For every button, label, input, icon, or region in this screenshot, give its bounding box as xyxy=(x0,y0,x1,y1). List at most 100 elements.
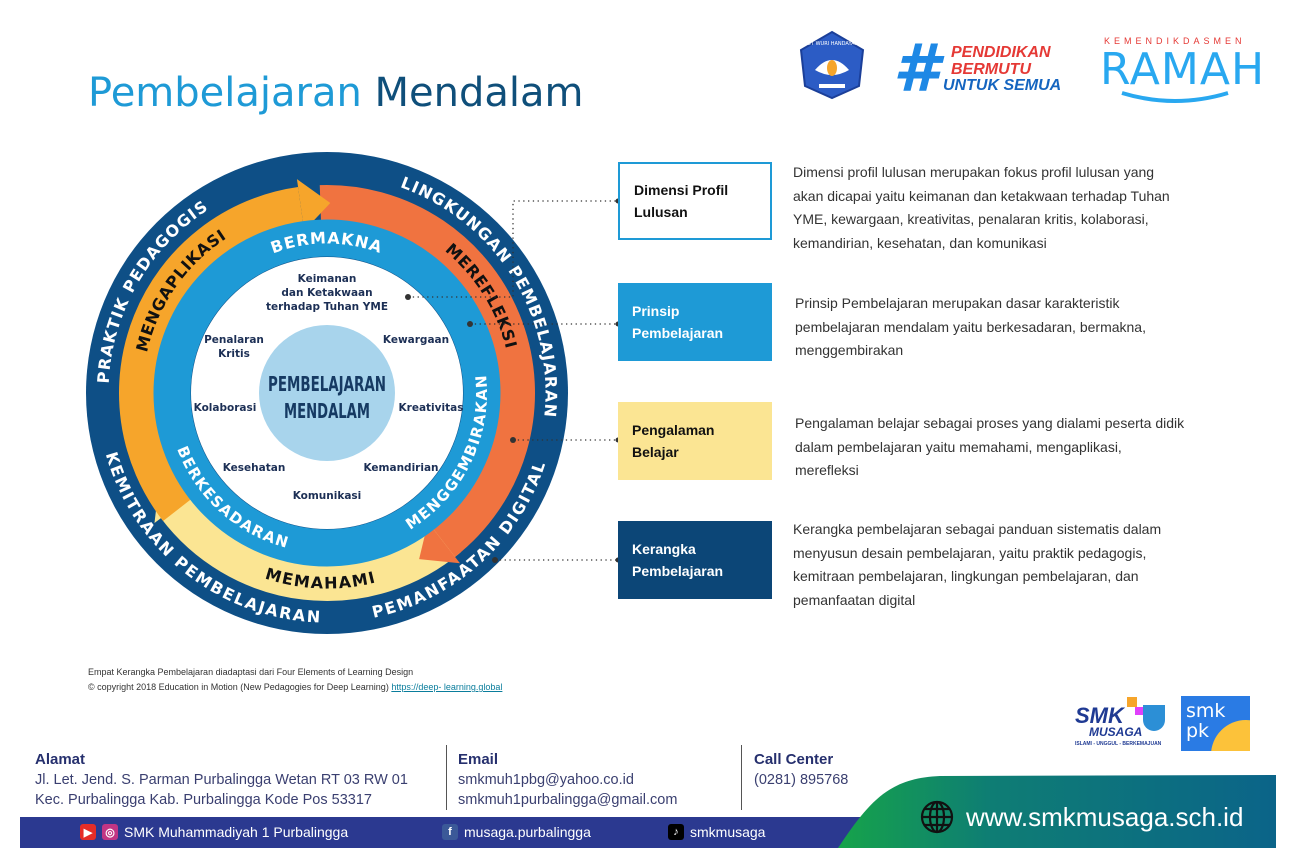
legend-label: Belajar xyxy=(632,444,679,460)
connector-dot xyxy=(467,321,473,327)
social-label: SMK Muhammadiyah 1 Purbalingga xyxy=(124,824,349,840)
profile-kreativitas: Kreativitas xyxy=(399,402,464,414)
instagram-icon: ◎ xyxy=(102,824,118,840)
desc-line: kemitraan pembelajaran, lingkungan pembe… xyxy=(793,568,1139,584)
mengaplikasi-arrow-arrowhead xyxy=(296,179,331,231)
email-link[interactable]: smkmuh1pbg@yahoo.co.id xyxy=(458,772,634,788)
connector-dot xyxy=(492,557,498,563)
smk-musaga-logo: SMK MUSAGA ISLAMI - UNGGUL - BERKEMAJUAN xyxy=(1075,695,1167,751)
legend-label: Lulusan xyxy=(634,204,688,220)
address-line2: Kec. Purbalingga Kab. Purbalingga Kode P… xyxy=(35,792,372,808)
legend-label: Pembelajaran xyxy=(632,325,724,341)
youtube-icon: ▶ xyxy=(80,824,96,840)
email-title: Email xyxy=(458,751,499,768)
desc-line: kemandirian, kesehatan, dan komunikasi xyxy=(793,234,1047,251)
ramah-logo: KEMENDIKDASMEN RAMAH xyxy=(1100,36,1264,106)
desc-line: Pengalaman belajar sebagai proses yang d… xyxy=(795,415,1185,431)
divider xyxy=(741,745,742,810)
logo-block xyxy=(1135,707,1143,715)
smk-pk-logo: smk pk xyxy=(1181,696,1250,751)
legend-label: Dimensi Profil xyxy=(634,182,729,198)
legend-desc-kerangka: Kerangka pembelajaran sebagai panduan si… xyxy=(793,518,1161,612)
tut-wuri-logo: TUT WURI HANDAYANI xyxy=(797,30,867,100)
legend-box-pengalaman: Pengalaman Belajar xyxy=(618,402,772,480)
legend-desc-prinsip: Prinsip Pembelajaran merupakan dasar kar… xyxy=(795,292,1146,363)
desc-line: pembelajaran mendalam yaitu berkesadaran… xyxy=(795,318,1146,335)
facebook-icon: f xyxy=(442,824,458,840)
campaign-line3: UNTUK SEMUA xyxy=(943,77,1062,94)
profile-penalaran: Kritis xyxy=(218,348,250,360)
deep-learning-diagram: PRAKTIK PEDAGOGIS LINGKUNGAN PEMBELAJARA… xyxy=(86,152,621,634)
source-link[interactable]: https://deep- learning.global xyxy=(391,682,503,692)
tiktok-icon: ♪ xyxy=(668,824,684,840)
social-youtube-instagram[interactable]: ▶ ◎ SMK Muhammadiyah 1 Purbalingga xyxy=(80,824,348,840)
smkpk-text: pk xyxy=(1186,720,1210,742)
ramah-top-text: KEMENDIKDASMEN xyxy=(1104,36,1246,46)
social-label: musaga.purbalingga xyxy=(464,824,591,840)
desc-line: menggembirakan xyxy=(795,342,904,358)
smkpk-text: smk xyxy=(1186,700,1226,722)
desc-line: menyusun desain pembelajaran, yaitu prak… xyxy=(793,544,1147,561)
call-center-title: Call Center xyxy=(754,751,834,768)
title-part2: Mendalam xyxy=(374,70,584,116)
address-line1: Jl. Let. Jend. S. Parman Purbalingga Wet… xyxy=(35,772,408,788)
legend-label: Pengalaman xyxy=(632,422,715,438)
logo-block xyxy=(1127,697,1137,707)
profile-kemandirian: Kemandirian xyxy=(363,462,438,474)
desc-line: merefleksi xyxy=(795,462,859,478)
campaign-line1: PENDIDIKAN xyxy=(951,44,1051,61)
center-circle xyxy=(259,325,395,461)
profile-kolaborasi: Kolaborasi xyxy=(194,402,257,414)
legend-box-kerangka: Kerangka Pembelajaran xyxy=(618,521,772,599)
connector-dot xyxy=(510,437,516,443)
musaga-text: MUSAGA xyxy=(1089,725,1143,739)
profile-kewargaan: Kewargaan xyxy=(383,334,449,346)
legend-desc-dimensi-profil: Dimensi profil lulusan merupakan fokus p… xyxy=(793,161,1170,255)
principle-ring xyxy=(153,219,501,567)
campaign-line2: BERMUTU xyxy=(951,61,1031,78)
desc-line: dalam pembelajaran yaitu memahami, menga… xyxy=(795,438,1122,455)
legend-label: Prinsip xyxy=(632,303,680,319)
legend-desc-pengalaman: Pengalaman belajar sebagai proses yang d… xyxy=(795,412,1184,483)
address-title: Alamat xyxy=(35,751,86,768)
social-label: smkmusaga xyxy=(690,824,766,840)
title-part1: Pembelajaran xyxy=(88,70,362,116)
website-link[interactable]: www.smkmusaga.sch.id xyxy=(920,800,1243,834)
social-facebook[interactable]: f musaga.purbalingga xyxy=(442,824,591,840)
source-note: Empat Kerangka Pembelajaran diadaptasi d… xyxy=(88,667,414,677)
school-emblem-icon xyxy=(1143,705,1165,731)
profile-kesehatan: Kesehatan xyxy=(223,462,286,474)
legend-label: Kerangka xyxy=(632,541,696,557)
social-tiktok[interactable]: ♪ smkmusaga xyxy=(668,824,765,840)
center-title-line1: PEMBELAJARAN xyxy=(268,372,386,396)
connectors xyxy=(408,200,618,561)
tut-wuri-text: TUT WURI HANDAYANI xyxy=(803,41,860,47)
desc-line: Prinsip Pembelajaran merupakan dasar kar… xyxy=(795,295,1120,311)
copyright-text: © copyright 2018 Education in Motion (Ne… xyxy=(88,682,389,692)
legend-label: Pembelajaran xyxy=(632,563,724,579)
profile-penalaran: Penalaran xyxy=(204,334,264,346)
page-title: Pembelajaran Mendalam xyxy=(88,70,584,116)
hashtag-mark: # xyxy=(893,30,939,107)
memahami-arrow-band xyxy=(160,496,461,601)
desc-line: Dimensi profil lulusan merupakan fokus p… xyxy=(793,164,1155,180)
smk-text: SMK xyxy=(1075,703,1124,728)
mengaplikasi-arrow-band xyxy=(119,187,304,522)
legend-box-prinsip: Prinsip Pembelajaran xyxy=(618,283,772,361)
website-text: www.smkmusaga.sch.id xyxy=(966,801,1244,832)
tagline-text: ISLAMI - UNGGUL - BERKEMAJUAN xyxy=(1075,741,1162,747)
email-link[interactable]: smkmuh1purbalingga@gmail.com xyxy=(458,792,678,808)
desc-line: Kerangka pembelajaran sebagai panduan si… xyxy=(793,521,1162,537)
legend-box-dimensi-profil: Dimensi Profil Lulusan xyxy=(618,162,772,240)
profile-keimanan: dan Ketakwaan xyxy=(281,287,372,299)
copyright-note: © copyright 2018 Education in Motion (Ne… xyxy=(88,682,502,692)
desc-line: akan dicapai yaitu keimanan dan ketakwaa… xyxy=(793,187,1170,204)
campaign-logo: # PENDIDIKAN BERMUTU UNTUK SEMUA xyxy=(893,30,1078,107)
connector-dot xyxy=(405,294,411,300)
profile-keimanan: Keimanan xyxy=(298,273,357,285)
center-title-line2: MENDALAM xyxy=(284,399,370,423)
desc-line: pemanfaatan digital xyxy=(793,591,916,608)
ramah-text: RAMAH xyxy=(1100,44,1266,95)
profile-keimanan: terhadap Tuhan YME xyxy=(266,301,388,313)
